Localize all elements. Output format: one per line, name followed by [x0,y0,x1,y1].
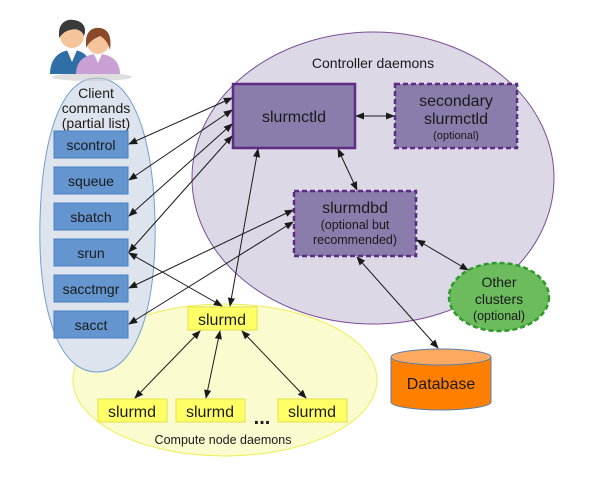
client-title-line-3: (partial list) [62,115,130,131]
arrow-slurmd-node-3 [241,330,307,399]
slurmdbd-note-line-2: recommended) [313,233,397,247]
other-clusters-line-1: Other [481,274,516,290]
compute-title: Compute node daemons [155,433,292,447]
secondary-note: (optional) [433,130,479,142]
command-squeue[interactable]: squeue [53,166,129,195]
arrow-slurmdbd-other-clusters [416,239,469,271]
slurmd-node-1[interactable]: slurmd [97,398,168,423]
command-srun[interactable]: srun [53,238,129,267]
client-title-line-1: Client [78,85,114,101]
arrow-slurmctld-slurmdbd [337,148,358,191]
secondary-slurmctld-box[interactable]: secondary slurmctld (optional) [393,82,519,150]
slurmd-label: slurmd [198,312,246,329]
slurmdbd-box[interactable]: slurmdbd (optional but recommended) [292,189,418,258]
client-title-line-2: commands [62,100,130,116]
arrow-slurmd-node-2 [204,330,222,399]
command-label: squeue [68,173,114,189]
arrow-slurmd-node-1 [134,330,201,399]
slurmd-node-3[interactable]: slurmd [277,398,348,423]
connections [128,97,469,399]
command-sbatch[interactable]: sbatch [53,202,129,231]
slurmd-label: slurmd [108,404,156,421]
command-sacct[interactable]: sacct [53,310,129,339]
ellipsis: ... [254,407,271,429]
slurmctld-label: slurmctld [262,109,326,126]
command-label: sbatch [70,209,111,225]
other-clusters-line-3: (optional) [473,309,525,323]
slurmd-top-node[interactable]: slurmd [187,306,258,331]
other-clusters-line-2: clusters [475,291,523,307]
slurmctld-box[interactable]: slurmctld [231,82,357,150]
command-sacctmgr[interactable]: sacctmgr [53,274,129,303]
users-icon [50,19,132,81]
slurmd-label: slurmd [186,404,234,421]
command-label: scontrol [66,137,115,153]
slurmd-label: slurmd [288,404,336,421]
secondary-label-line-1: secondary [419,93,493,110]
other-clusters-node[interactable]: Other clusters (optional) [447,261,551,333]
slurmdbd-note-line-1: (optional but [321,218,390,232]
controller-title: Controller daemons [312,55,434,71]
command-label: srun [77,245,104,261]
secondary-label-line-2: slurmctld [424,111,488,128]
arrow-sacct-slurmdbd [128,221,294,325]
database-label: Database [407,376,476,393]
slurmdbd-label: slurmdbd [322,200,388,217]
arrow-slurmdbd-database [356,256,439,349]
command-label: sacct [75,317,108,333]
slurmd-node-2[interactable]: slurmd [175,398,246,423]
database-cylinder[interactable]: Database [390,348,492,411]
command-scontrol[interactable]: scontrol [53,130,129,159]
command-label: sacctmgr [63,281,120,297]
arrow-slurmctld-slurmd [227,148,261,307]
